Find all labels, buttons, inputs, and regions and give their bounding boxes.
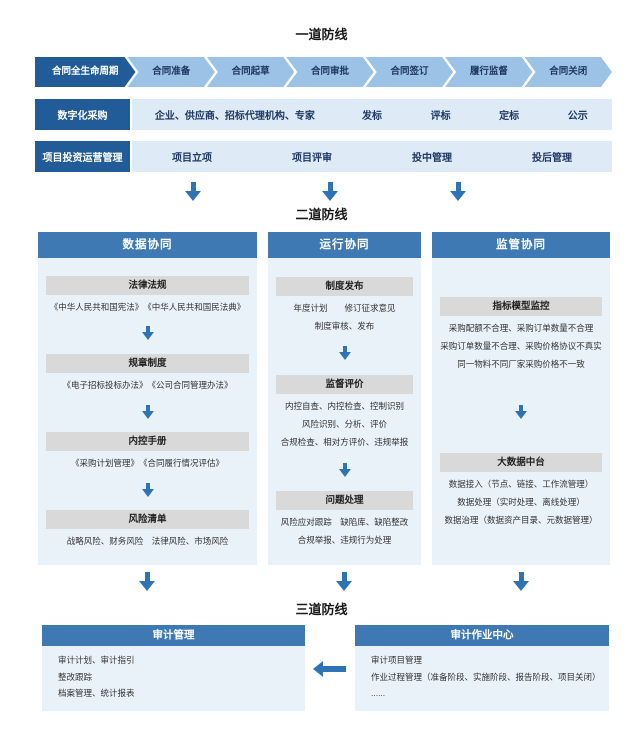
procurement-publicity: 公示 bbox=[567, 111, 588, 122]
block-header: 监督评价 bbox=[276, 374, 413, 394]
box-line: ...... bbox=[371, 688, 386, 699]
block-line: 采购订单数量不合理、采购价格协议不真实 bbox=[440, 340, 602, 351]
line2-title: 二道防线 bbox=[295, 207, 348, 222]
block-line: 数据处理（实时处理、离线处理） bbox=[457, 497, 585, 508]
down-arrow-icon bbox=[142, 326, 154, 340]
box-body: 审计计划、审计指引 整改跟踪 档案管理、统计报表 bbox=[42, 646, 305, 711]
down-arrow-icon bbox=[450, 182, 466, 201]
box-line: 档案管理、统计报表 bbox=[58, 688, 135, 699]
panel-body: 法律法规 《中华人民共和国宪法》 《中华人民共和国民法典》 规章制度 《电子招标… bbox=[38, 258, 257, 565]
down-arrow-icon bbox=[142, 483, 154, 497]
digital-procurement-row: 数字化采购 企业、供应商、招标代理机构、专家 发标 评标 定标 公示 bbox=[35, 99, 612, 130]
block-issue-handling: 问题处理 风险应对跟踪 缺陷库、缺陷整改 合规举报、违规行为处理 bbox=[274, 491, 415, 546]
down-arrow-icon bbox=[185, 182, 201, 201]
digital-procurement-strip: 企业、供应商、招标代理机构、专家 发标 评标 定标 公示 bbox=[132, 99, 612, 130]
down-arrow-icon bbox=[336, 572, 352, 591]
procurement-participants: 企业、供应商、招标代理机构、专家 bbox=[154, 111, 315, 122]
box-line: 审计计划、审计指引 bbox=[58, 655, 135, 665]
block-line: 风险应对跟踪 缺陷库、缺陷整改 bbox=[280, 517, 409, 528]
digital-procurement-label: 数字化采购 bbox=[35, 99, 130, 130]
project-initiation: 项目立项 bbox=[172, 153, 212, 164]
block-header: 问题处理 bbox=[276, 491, 413, 511]
box-title: 审计管理 bbox=[42, 625, 305, 646]
panel-supervision-collaboration: 监管协同 指标模型监控 采购配额不合理、采购订单数量不合理 采购订单数量不合理、… bbox=[432, 232, 610, 565]
panel-operation-collaboration: 运行协同 制度发布 年度计划 修订征求意见 制度审核、发布 监督评价 内控自查、… bbox=[268, 232, 421, 565]
block-line: 战略风险、财务风险 法律风险、市场风险 bbox=[66, 536, 229, 547]
procurement-evaluate-bid: 评标 bbox=[430, 111, 451, 122]
block-line: 数据接入（节点、链接、工作流管理） bbox=[448, 479, 594, 490]
block-laws: 法律法规 《中华人民共和国宪法》 《中华人民共和国民法典》 bbox=[44, 275, 251, 313]
block-line: 制度审核、发布 bbox=[314, 320, 375, 331]
block-line: 数据治理（数据资产目录、元数据管理） bbox=[444, 515, 598, 526]
procurement-issue-bid: 发标 bbox=[362, 111, 382, 122]
block-line: 同一物料不同厂家采购价格不一致 bbox=[457, 358, 585, 369]
block-big-data-platform: 大数据中台 数据接入（节点、链接、工作流管理） 数据处理（实时处理、离线处理） … bbox=[438, 453, 604, 526]
down-arrow-icon bbox=[139, 572, 155, 591]
block-regulations: 规章制度 《电子招标投标办法》 《公司合同管理办法》 bbox=[44, 353, 251, 391]
project-investment-row: 项目投资运营管理 项目立项 项目评审 投中管理 投后管理 bbox=[35, 141, 612, 172]
chevron-contract-approve: 合同审批 bbox=[286, 57, 373, 87]
chevron-contract-draft: 合同起草 bbox=[207, 57, 294, 87]
box-line: 整改跟踪 bbox=[58, 671, 93, 682]
left-arrow-icon bbox=[313, 661, 346, 677]
block-line: 内控自查、内控检查、控制识别 bbox=[284, 400, 404, 411]
audit-management-box: 审计管理 审计计划、审计指引 整改跟踪 档案管理、统计报表 bbox=[42, 625, 305, 711]
panel-body: 指标模型监控 采购配额不合理、采购订单数量不合理 采购订单数量不合理、采购价格协… bbox=[432, 258, 610, 565]
block-header: 内控手册 bbox=[46, 432, 249, 452]
block-line: 合规检查、相对方评价、违规举报 bbox=[280, 436, 409, 447]
block-header: 指标模型监控 bbox=[440, 296, 602, 316]
block-line: 年度计划 修订征求意见 bbox=[293, 302, 396, 313]
box-line: 作业过程管理（准备阶段、实施阶段、报告阶段、项目关闭） bbox=[371, 671, 601, 682]
audit-operation-center-box: 审计作业中心 审计项目管理 作业过程管理（准备阶段、实施阶段、报告阶段、项目关闭… bbox=[355, 625, 609, 711]
block-line: 《电子招标投标办法》 《公司合同管理办法》 bbox=[62, 379, 233, 390]
down-arrow-icon bbox=[339, 463, 351, 477]
down-arrow-icon bbox=[322, 182, 338, 201]
down-arrow-icon bbox=[142, 405, 154, 419]
block-header: 大数据中台 bbox=[440, 453, 602, 473]
block-line: 《采购计划管理》 《合同履行情况评估》 bbox=[70, 458, 224, 469]
panel-body: 制度发布 年度计划 修订征求意见 制度审核、发布 监督评价 内控自查、内控检查、… bbox=[268, 258, 421, 565]
box-line: 审计项目管理 bbox=[371, 655, 423, 665]
block-indicator-model-monitoring: 指标模型监控 采购配额不合理、采购订单数量不合理 采购订单数量不合理、采购价格协… bbox=[438, 296, 604, 370]
block-line: 合规举报、违规行为处理 bbox=[297, 535, 392, 546]
block-header: 风险清单 bbox=[46, 510, 249, 530]
block-line: 风险识别、分析、评价 bbox=[301, 418, 387, 429]
procurement-award-bid: 定标 bbox=[499, 111, 520, 122]
block-header: 制度发布 bbox=[276, 276, 413, 296]
down-arrow-icon bbox=[339, 346, 351, 360]
block-header: 法律法规 bbox=[46, 275, 249, 295]
project-review: 项目评审 bbox=[292, 153, 332, 164]
box-title: 审计作业中心 bbox=[355, 625, 609, 646]
chevron-performance-supervision: 履行监督 bbox=[445, 57, 532, 87]
down-arrow-icon bbox=[515, 405, 527, 419]
panel-title: 运行协同 bbox=[268, 232, 421, 258]
block-risk-list: 风险清单 战略风险、财务风险 法律风险、市场风险 bbox=[44, 510, 251, 547]
box-body: 审计项目管理 作业过程管理（准备阶段、实施阶段、报告阶段、项目关闭） .....… bbox=[355, 646, 609, 711]
mid-investment-management: 投中管理 bbox=[412, 153, 452, 164]
chevron-contract-lifecycle: 合同全生命周期 bbox=[35, 57, 136, 87]
block-line: 采购配额不合理、采购订单数量不合理 bbox=[448, 322, 594, 333]
contract-lifecycle-row: 合同全生命周期 合同准备 合同起草 合同审批 合同签订 履行监督 合同关闭 bbox=[35, 57, 612, 87]
block-line: 《中华人民共和国宪法》 《中华人民共和国民法典》 bbox=[49, 301, 246, 312]
block-supervision-evaluation: 监督评价 内控自查、内控检查、控制识别 风险识别、分析、评价 合规检查、相对方评… bbox=[274, 374, 415, 448]
chevron-contract-prepare: 合同准备 bbox=[128, 57, 215, 87]
post-investment-management: 投后管理 bbox=[532, 153, 572, 164]
line1-title: 一道防线 bbox=[295, 27, 348, 42]
project-investment-strip: 项目立项 项目评审 投中管理 投后管理 bbox=[132, 141, 612, 172]
panel-title: 数据协同 bbox=[38, 232, 257, 258]
line3-title: 三道防线 bbox=[295, 602, 348, 617]
down-arrow-icon bbox=[513, 572, 529, 591]
block-header: 规章制度 bbox=[46, 353, 249, 373]
project-investment-label: 项目投资运营管理 bbox=[35, 141, 130, 172]
block-internal-control-manual: 内控手册 《采购计划管理》 《合同履行情况评估》 bbox=[44, 432, 251, 469]
panel-data-collaboration: 数据协同 法律法规 《中华人民共和国宪法》 《中华人民共和国民法典》 规章制度 … bbox=[38, 232, 257, 565]
chevron-contract-close: 合同关闭 bbox=[525, 57, 612, 87]
chevron-contract-sign: 合同签订 bbox=[366, 57, 453, 87]
line2-panels: 数据协同 法律法规 《中华人民共和国宪法》 《中华人民共和国民法典》 规章制度 … bbox=[38, 232, 610, 565]
block-system-release: 制度发布 年度计划 修订征求意见 制度审核、发布 bbox=[274, 276, 415, 332]
panel-title: 监管协同 bbox=[432, 232, 610, 258]
